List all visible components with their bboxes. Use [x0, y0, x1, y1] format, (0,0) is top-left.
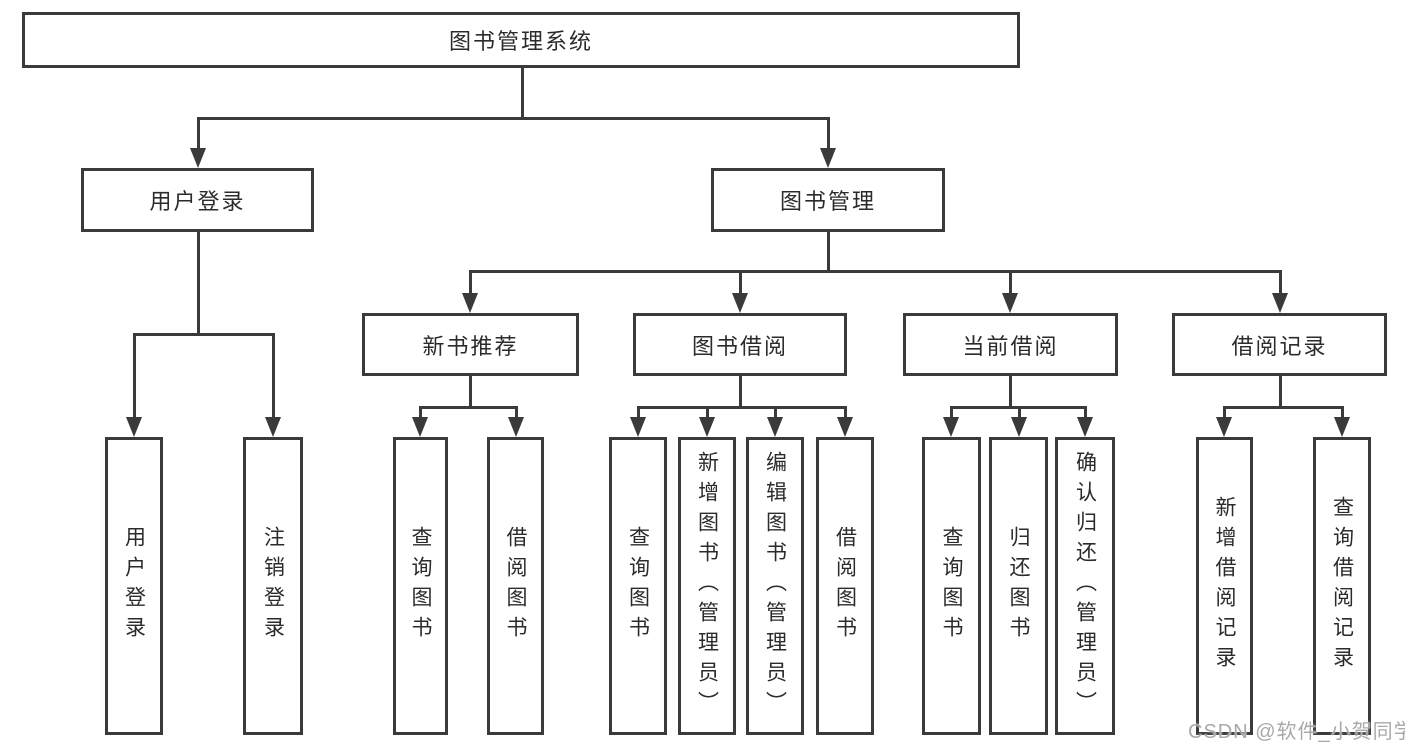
leaf-query-record-box: 查询借阅记录	[1313, 437, 1371, 735]
user-login-label: 用户登录	[149, 189, 246, 214]
arrowhead-down-icon	[265, 417, 281, 437]
connector-bar	[132, 332, 275, 336]
connector-stem	[826, 232, 830, 273]
leaf-query-book-a-box: 查询图书	[393, 437, 448, 735]
watermark: CSDN @软件_小贺同学	[1188, 721, 1405, 743]
connector-stem	[1008, 376, 1012, 409]
book-management-label: 图书管理	[779, 189, 876, 214]
leaf-add-record-label: 新增借阅记录	[1213, 496, 1236, 676]
leaf-add-book-label: 新增图书（管理员）	[695, 451, 719, 721]
leaf-confirm-return-label: 确认归还（管理员）	[1073, 451, 1097, 721]
arrow-shaft	[418, 407, 422, 423]
book-borrowing-box: 图书借阅	[633, 313, 847, 376]
book-management-box: 图书管理	[711, 168, 945, 232]
arrow-shaft	[773, 407, 777, 423]
arrowhead-down-icon	[462, 293, 478, 313]
connector-bar	[1222, 405, 1344, 409]
arrow-shaft	[1278, 271, 1282, 299]
arrowhead-down-icon	[508, 417, 524, 437]
borrowing-records-label: 借阅记录	[1231, 333, 1328, 359]
arrowhead-down-icon	[820, 148, 836, 168]
new-book-recommend-label: 新书推荐	[422, 333, 519, 359]
leaf-add-record-box: 新增借阅记录	[1196, 437, 1253, 735]
arrow-shaft	[1017, 407, 1021, 423]
arrow-shaft	[738, 271, 742, 299]
connector-bar	[636, 405, 847, 409]
leaf-query-book-b-label: 查询图书	[626, 526, 650, 646]
arrow-shaft	[705, 407, 709, 423]
leaf-logout-box: 注销登录	[243, 437, 303, 735]
arrow-shaft	[468, 271, 472, 299]
leaf-borrow-book-a-box: 借阅图书	[487, 437, 544, 735]
arrowhead-down-icon	[126, 417, 142, 437]
leaf-borrow-book-a-label: 借阅图书	[504, 526, 527, 646]
leaf-query-book-b-box: 查询图书	[609, 437, 667, 735]
leaf-return-book-label: 归还图书	[1007, 526, 1030, 646]
leaf-add-book-box: 新增图书（管理员）	[678, 437, 736, 735]
leaf-edit-book-label: 编辑图书（管理员）	[763, 451, 787, 721]
arrowhead-down-icon	[732, 293, 748, 313]
arrow-shaft	[271, 334, 275, 423]
connector-stem	[1278, 376, 1282, 409]
arrowhead-down-icon	[1077, 417, 1093, 437]
leaf-user-login-box: 用户登录	[105, 437, 163, 735]
arrow-shaft	[132, 334, 136, 423]
root-box: 图书管理系统	[22, 12, 1020, 68]
arrow-shaft	[826, 118, 830, 154]
current-borrowing-label: 当前借阅	[962, 333, 1059, 359]
leaf-borrow-book-b-box: 借阅图书	[816, 437, 874, 735]
leaf-confirm-return-box: 确认归还（管理员）	[1055, 437, 1115, 735]
arrowhead-down-icon	[1011, 417, 1027, 437]
leaf-user-login-label: 用户登录	[122, 526, 146, 646]
arrowhead-down-icon	[767, 417, 783, 437]
leaf-query-book-c-box: 查询图书	[922, 437, 981, 735]
connector-stem	[520, 68, 524, 120]
leaf-query-record-label: 查询借阅记录	[1330, 496, 1354, 676]
connector-bar	[418, 405, 518, 409]
leaf-return-book-box: 归还图书	[989, 437, 1048, 735]
leaf-query-book-a-label: 查询图书	[409, 526, 432, 646]
new-book-recommend-box: 新书推荐	[362, 313, 579, 376]
arrowhead-down-icon	[412, 417, 428, 437]
root-label: 图书管理系统	[448, 29, 593, 54]
arrow-shaft	[1008, 271, 1012, 299]
borrowing-records-box: 借阅记录	[1172, 313, 1387, 376]
arrow-shaft	[949, 407, 953, 423]
connector-stem	[468, 376, 472, 409]
connector-bar	[196, 116, 830, 120]
arrowhead-down-icon	[837, 417, 853, 437]
arrow-shaft	[514, 407, 518, 423]
book-borrowing-label: 图书借阅	[691, 333, 788, 359]
arrow-shaft	[196, 118, 200, 154]
connector-stem	[196, 232, 200, 336]
arrowhead-down-icon	[943, 417, 959, 437]
arrowhead-down-icon	[1334, 417, 1350, 437]
arrow-shaft	[1340, 407, 1344, 423]
leaf-borrow-book-b-label: 借阅图书	[833, 526, 857, 646]
user-login-box: 用户登录	[81, 168, 314, 232]
arrowhead-down-icon	[190, 148, 206, 168]
arrowhead-down-icon	[630, 417, 646, 437]
leaf-logout-label: 注销登录	[261, 526, 285, 646]
arrowhead-down-icon	[1216, 417, 1232, 437]
arrow-shaft	[636, 407, 640, 423]
arrow-shaft	[843, 407, 847, 423]
arrowhead-down-icon	[699, 417, 715, 437]
arrowhead-down-icon	[1002, 293, 1018, 313]
arrow-shaft	[1222, 407, 1226, 423]
leaf-edit-book-box: 编辑图书（管理员）	[746, 437, 804, 735]
leaf-query-book-c-label: 查询图书	[940, 526, 963, 646]
current-borrowing-box: 当前借阅	[903, 313, 1118, 376]
connector-stem	[738, 376, 742, 409]
arrow-shaft	[1083, 407, 1087, 423]
connector-bar	[468, 269, 1282, 273]
arrowhead-down-icon	[1272, 293, 1288, 313]
